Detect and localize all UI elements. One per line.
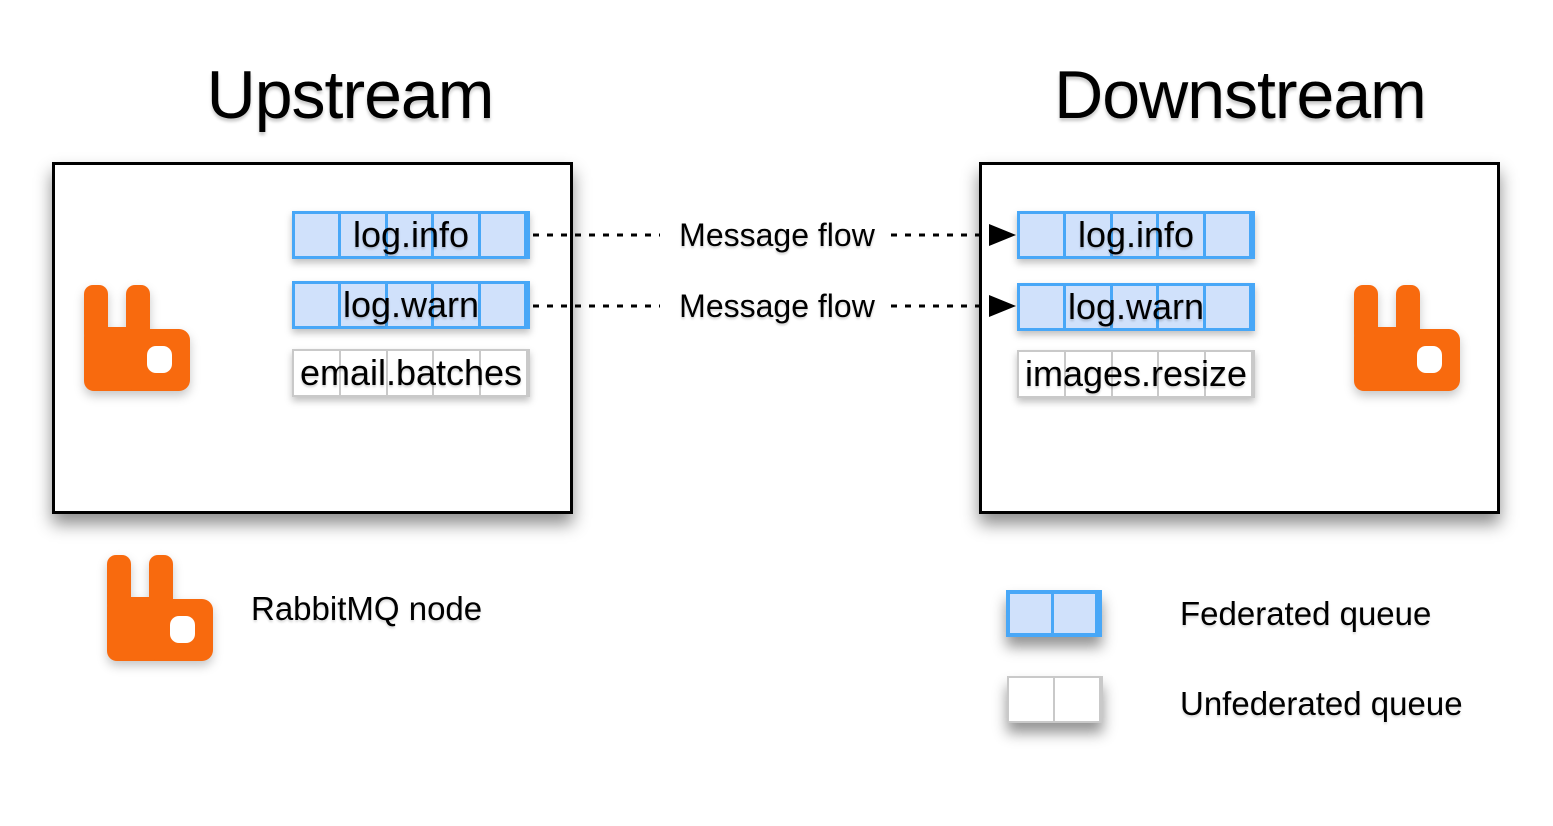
legend-rabbitmq-node-label: RabbitMQ node (251, 590, 483, 627)
queue-cell (1066, 286, 1113, 328)
queue-cell (295, 284, 342, 326)
dotted-arrow-icon (533, 224, 1016, 246)
message-flow-label: Message flow (679, 287, 875, 324)
queue-cell (434, 284, 481, 326)
queue-name-label: log.warn (1067, 286, 1205, 327)
downstream-queue-log-warn: log.warn (1017, 283, 1255, 331)
queue-cell (341, 214, 388, 256)
rabbitmq-logo-icon (84, 285, 190, 391)
queue-cell (1206, 214, 1253, 256)
queue-name-label: email.batches (299, 352, 523, 393)
queue-cell (1206, 286, 1253, 328)
queue-cell (1009, 678, 1055, 721)
queue-cell (1113, 352, 1160, 396)
downstream-queue-log-info: log.info (1017, 211, 1255, 259)
queue-cell (1055, 678, 1101, 721)
queue-cell (295, 214, 342, 256)
legend-federated-queue-label: Federated queue (1180, 595, 1432, 632)
queue-cell (1159, 286, 1206, 328)
rabbitmq-logo-icon (107, 555, 213, 661)
queue-cell (388, 351, 435, 395)
queue-cell (1113, 214, 1160, 256)
downstream-title: Downstream (1054, 57, 1427, 133)
queue-cell (1066, 352, 1113, 396)
queue-cell (1054, 594, 1098, 633)
legend-unfederated-queue-label: Unfederated queue (1180, 685, 1463, 722)
queue-cell (1113, 286, 1160, 328)
message-flow-arrow-log-warn: Message flow (533, 286, 1017, 326)
unfederated-queue-swatch-icon (1007, 676, 1103, 723)
upstream-title: Upstream (206, 57, 495, 133)
message-flow-arrow-log-info: Message flow (533, 215, 1017, 255)
queue-cell (1020, 214, 1067, 256)
upstream-queue-email-batches: email.batches (292, 349, 530, 397)
upstream-queue-log-info: log.info (292, 211, 530, 259)
queue-cell (434, 214, 481, 256)
queue-cell (481, 351, 528, 395)
queue-name-label: log.warn (342, 284, 480, 325)
queue-cell (1206, 352, 1253, 396)
upstream-queue-log-warn: log.warn (292, 281, 530, 329)
downstream-queue-images-resize: images.resize (1017, 350, 1255, 398)
queue-cell (388, 214, 435, 256)
queue-cell (341, 351, 388, 395)
rabbitmq-logo-icon (1354, 285, 1460, 391)
queue-cell (341, 284, 388, 326)
queue-name-label: log.info (352, 214, 470, 255)
queue-cell (388, 284, 435, 326)
queue-cell (434, 351, 482, 395)
queue-cell (1019, 352, 1066, 396)
queue-cell (481, 284, 528, 326)
federated-queue-swatch-icon (1006, 590, 1102, 637)
queue-cell (1066, 214, 1113, 256)
queue-cell (1159, 352, 1207, 396)
queue-name-label: images.resize (1024, 353, 1248, 394)
queue-name-label: log.info (1077, 214, 1195, 255)
message-flow-label: Message flow (679, 216, 875, 253)
queue-cell (481, 214, 528, 256)
queue-cell (294, 351, 341, 395)
queue-cell (1020, 286, 1067, 328)
queue-cell (1159, 214, 1206, 256)
queue-cell (1010, 594, 1054, 633)
dotted-arrow-icon (533, 295, 1016, 317)
